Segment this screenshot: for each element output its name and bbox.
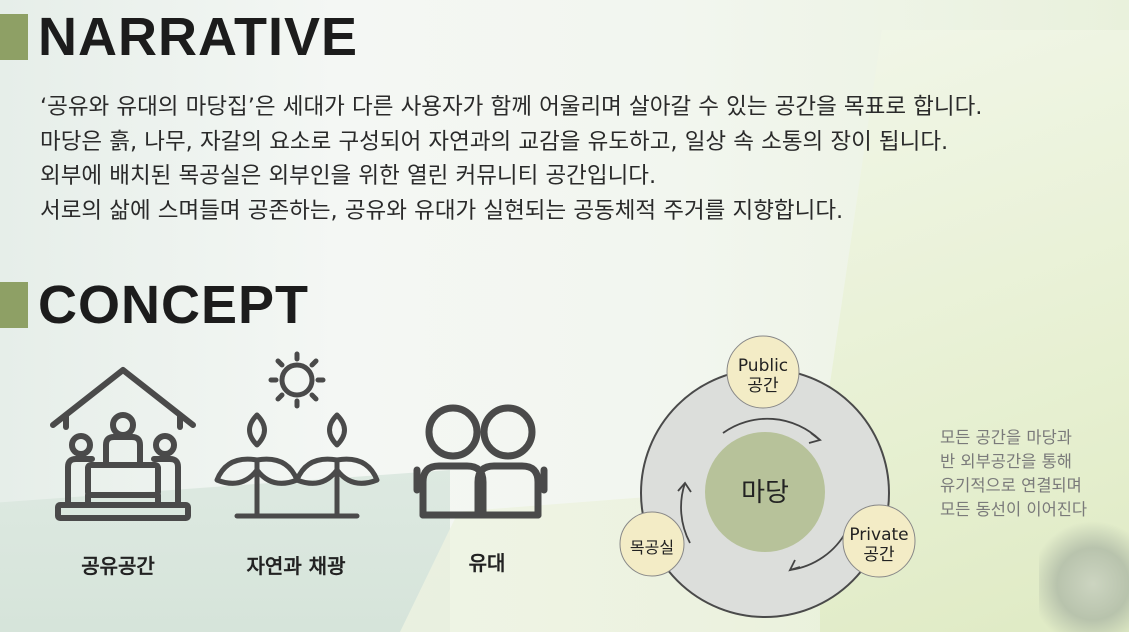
nature-sunlight-icon — [212, 350, 382, 520]
cycle-arrow — [680, 482, 691, 544]
nature-sunlight-label: 자연과 채광 — [246, 554, 346, 578]
foliage-decoration — [1039, 512, 1129, 632]
concept-note: 모든 공간을 마당과 반 외부공간을 통해 유기적으로 연결되며 모든 동선이 … — [940, 426, 1125, 522]
public-node-line: 공간 — [747, 376, 779, 396]
workshop-node — [619, 511, 685, 577]
private-node-label: Private 공간 — [839, 525, 919, 565]
cycle-arrowhead — [677, 481, 692, 493]
cycle-arrow — [722, 417, 821, 441]
workshop-node-label: 목공실 — [629, 538, 675, 557]
cycle-arrowhead — [788, 559, 801, 572]
shared-space-icon — [48, 365, 198, 525]
accent-bar — [0, 282, 28, 328]
accent-bar — [0, 14, 28, 60]
public-node-label: Public 공간 — [723, 356, 803, 396]
note-line: 유기적으로 연결되며 — [940, 476, 1082, 495]
narrative-line: 마당은 흙, 나무, 자갈의 요소로 구성되어 자연과의 교감을 유도하고, 일… — [40, 128, 949, 155]
shared-space-label: 공유공간 — [81, 554, 155, 578]
note-line: 반 외부공간을 통해 — [940, 452, 1072, 471]
note-line: 모든 동선이 이어진다 — [940, 500, 1088, 519]
center-label: 마당 — [741, 478, 789, 508]
narrative-heading: NARRATIVE — [0, 10, 358, 64]
public-node — [726, 335, 800, 409]
private-node — [842, 504, 916, 578]
bond-icon — [413, 400, 548, 525]
narrative-body: ‘공유와 유대의 마당집’은 세대가 다른 사용자가 함께 어울리며 살아갈 수… — [40, 90, 1125, 228]
bond-label: 유대 — [468, 551, 506, 575]
narrative-line: 외부에 배치된 목공실은 외부인을 위한 열린 커뮤니티 공간입니다. — [40, 163, 657, 189]
cycle-arrowhead — [808, 432, 822, 444]
concept-title: CONCEPT — [38, 275, 310, 335]
private-node-line: 공간 — [863, 545, 895, 565]
concept-diagram: 마당 Public 공간 Private 공간 목공실 — [615, 335, 925, 625]
private-node-line: Private — [849, 525, 909, 545]
narrative-title: NARRATIVE — [38, 7, 359, 67]
note-line: 모든 공간을 마당과 — [940, 428, 1072, 447]
narrative-line: 서로의 삶에 스며들며 공존하는, 공유와 유대가 실현되는 공동체적 주거를 … — [40, 197, 844, 224]
center-circle — [705, 432, 825, 552]
concept-heading: CONCEPT — [0, 278, 309, 332]
public-node-line: Public — [737, 356, 789, 376]
narrative-line: ‘공유와 유대의 마당집’은 세대가 다른 사용자가 함께 어울리며 살아갈 수… — [40, 94, 983, 120]
